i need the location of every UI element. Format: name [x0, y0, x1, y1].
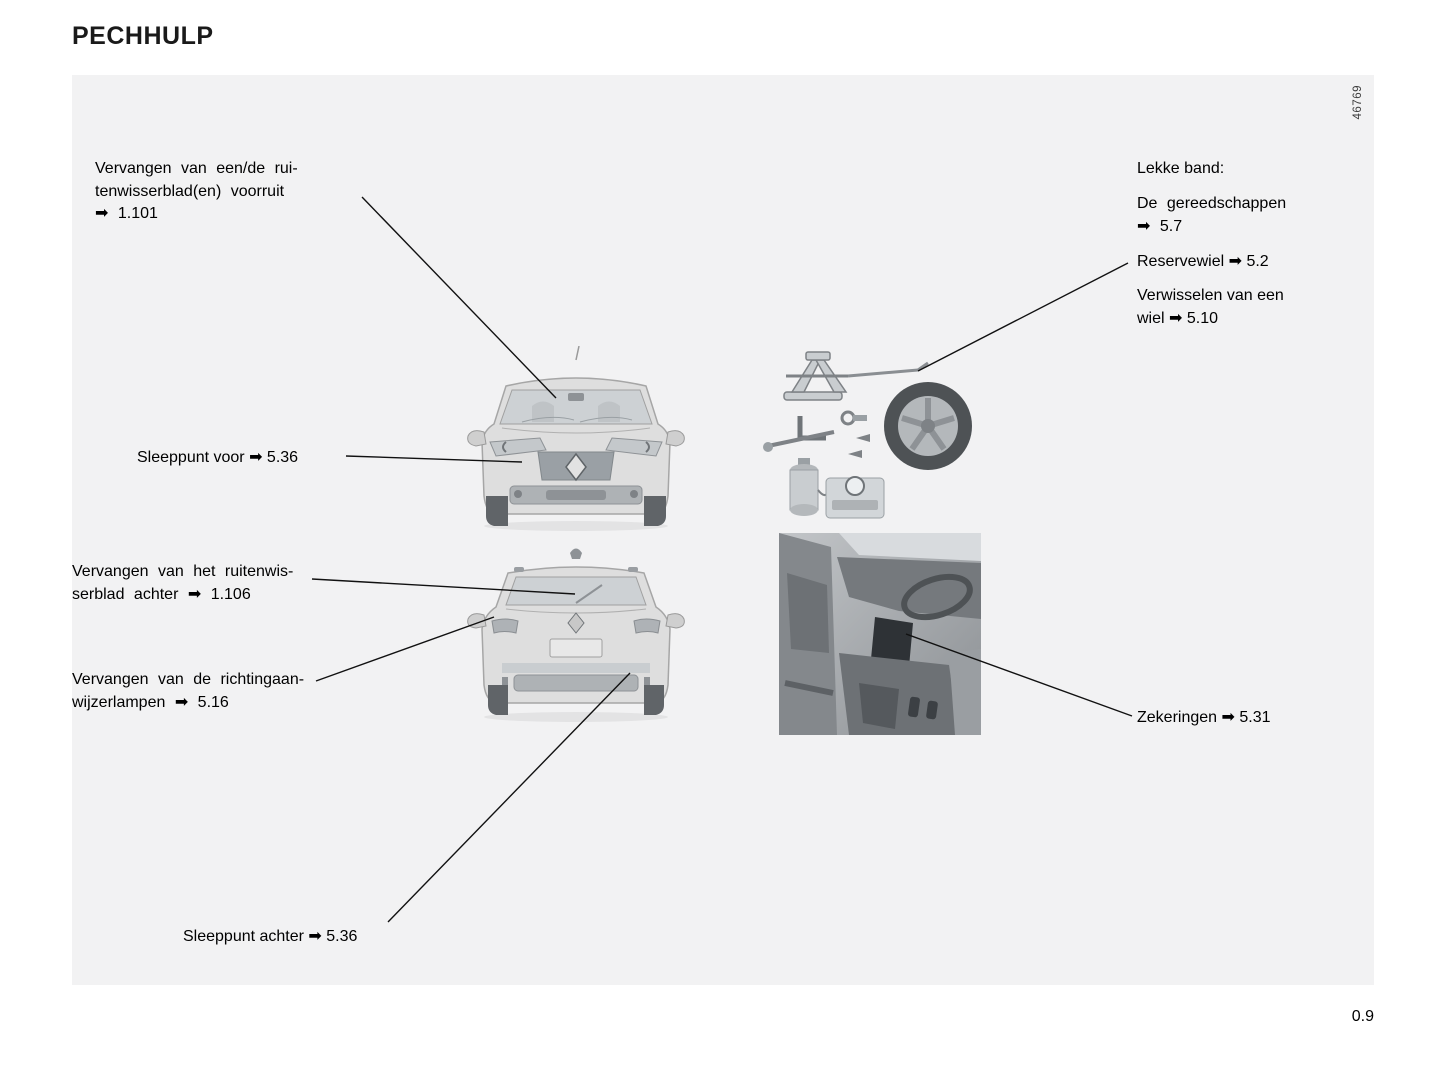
page-number: 0.9 — [1351, 1008, 1374, 1025]
page-title: PECHHULP — [72, 22, 214, 50]
callout-indicators: Vervangen van de richtingaan- wijzerlamp… — [72, 671, 305, 711]
car-front-illustration — [467, 346, 685, 531]
tyre-inflation-kit — [789, 458, 885, 519]
jack-handle — [847, 368, 919, 378]
callout-spare-wheel: Reservewiel ➡ 5.2 — [1137, 253, 1269, 270]
spare-wheel — [884, 382, 972, 470]
figure-area — [72, 75, 1374, 985]
callout-tow-front: Sleeppunt voor ➡ 5.36 — [137, 449, 299, 466]
callout-flat-tyre-heading: Lekke band: — [1137, 160, 1225, 177]
jack-base — [783, 391, 843, 401]
tow-eye — [840, 410, 856, 426]
car-rear-illustration — [467, 548, 685, 722]
wheel-brace — [767, 430, 835, 448]
callout-tow-rear: Sleeppunt achter ➡ 5.36 — [183, 928, 358, 945]
callout-wheel-change: Verwisselen van een wiel ➡ 5.10 — [1137, 287, 1284, 327]
steering-wheel — [901, 573, 973, 621]
figure-number: 46769 — [1352, 85, 1364, 120]
callout-fuses: Zekeringen ➡ 5.31 — [1137, 709, 1271, 726]
callout-wiper-rear: Vervangen van het ruitenwis- serblad ach… — [72, 563, 294, 603]
callout-tools: De gereedschappen ➡ 5.7 — [1137, 195, 1287, 235]
fuse-panel — [871, 617, 913, 667]
tools-illustration — [763, 351, 972, 519]
fusebox-photo — [779, 533, 981, 735]
callout-wiper-front: Vervangen van een/de rui- tenwisserblad(… — [95, 160, 298, 223]
